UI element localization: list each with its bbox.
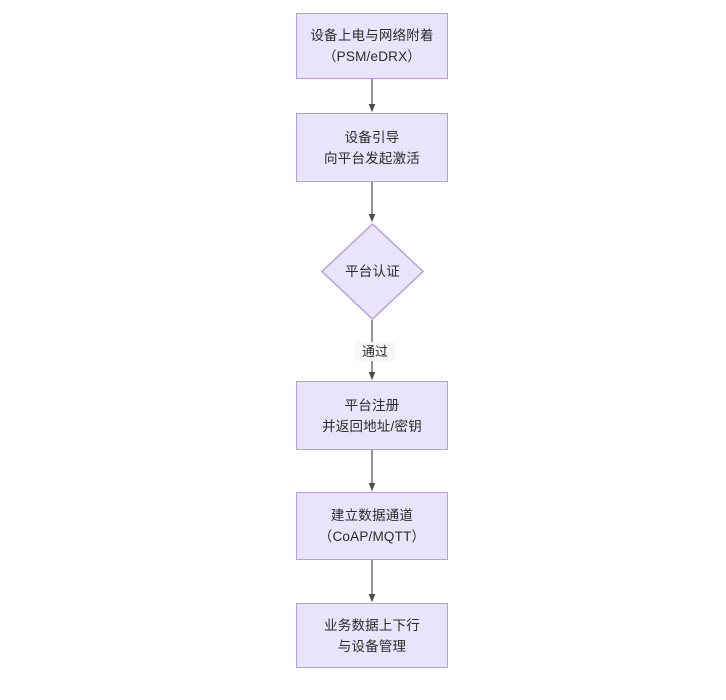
node-platform-register[interactable]: 平台注册 并返回地址/密钥 [296, 381, 448, 450]
node-bootstrap[interactable]: 设备引导 向平台发起激活 [296, 113, 448, 182]
node-bootstrap-label: 设备引导 向平台发起激活 [324, 129, 420, 166]
node-platform-auth[interactable]: 平台认证 [321, 223, 424, 320]
node-power-on[interactable]: 设备上电与网络附着 （PSM/eDRX） [296, 13, 448, 79]
edge-label-pass: 通过 [355, 342, 395, 361]
node-business-data[interactable]: 业务数据上下行 与设备管理 [296, 603, 448, 668]
node-data-channel[interactable]: 建立数据通道 （CoAP/MQTT） [296, 492, 448, 560]
node-platform-register-label: 平台注册 并返回地址/密钥 [322, 397, 422, 434]
node-power-on-label: 设备上电与网络附着 （PSM/eDRX） [310, 28, 434, 64]
node-business-data-label: 业务数据上下行 与设备管理 [324, 617, 420, 654]
diamond-shape [321, 223, 424, 320]
node-data-channel-label: 建立数据通道 （CoAP/MQTT） [318, 508, 426, 544]
node-platform-auth-label: 平台认证 [345, 263, 400, 279]
